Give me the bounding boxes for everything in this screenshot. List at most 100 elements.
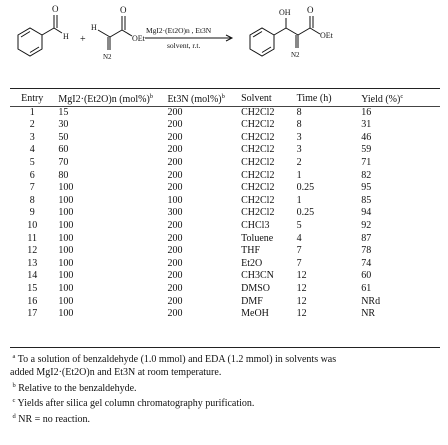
cell-et3n: 200 [167, 156, 183, 168]
header-entry: Entry [21, 92, 44, 104]
cell-entry: 10 [27, 219, 38, 231]
cell-entry: 3 [29, 131, 35, 143]
cell-mgi2: 100 [58, 207, 74, 219]
cell-et3n: 200 [167, 245, 183, 257]
cell-solvent: CH2Cl2 [241, 194, 275, 206]
cell-solvent: Et2O [241, 257, 263, 269]
cell-time: 8 [296, 106, 302, 118]
cell-yield: 60 [361, 270, 372, 282]
cell-yield: 71 [361, 156, 372, 168]
optimization-table: Entry MgI2·(Et2O)n (mol%)b Et3N (mol%)b … [10, 91, 440, 321]
cell-et3n: 200 [167, 295, 183, 307]
header-time: Time (h) [296, 92, 332, 104]
cell-et3n: 100 [167, 194, 183, 206]
cell-time: 3 [296, 131, 302, 143]
cell-mgi2: 100 [58, 245, 74, 257]
cell-et3n: 200 [167, 257, 183, 269]
cell-yield: 82 [361, 169, 372, 181]
table-header-rule [10, 106, 440, 107]
cell-yield: 78 [361, 245, 372, 257]
cell-time: 12 [296, 308, 307, 320]
cell-mgi2: 80 [58, 169, 69, 181]
cell-time: 3 [296, 144, 302, 156]
cell-time: 12 [296, 282, 307, 294]
cell-solvent: CH2Cl2 [241, 106, 275, 118]
reaction-scheme: O H + H O OEt N2 MgI2·(Et2O)n , Et3N sol… [17, 4, 334, 61]
footnote-d: d NR = no reaction. [12, 413, 90, 426]
cell-entry: 7 [29, 182, 35, 194]
cell-solvent: CH2Cl2 [241, 169, 275, 181]
benzaldehyde-ring [17, 27, 43, 57]
footnote-c: c Yields after silica gel column chromat… [12, 397, 255, 410]
cell-mgi2: 60 [58, 144, 69, 156]
table-bottom-rule [10, 347, 440, 348]
cell-yield: 85 [361, 194, 372, 206]
cell-et3n: 200 [167, 270, 183, 282]
cell-time: 1 [296, 194, 302, 206]
header-mgi2: MgI2·(Et2O)n (mol%)b [58, 93, 154, 105]
cell-mgi2: 100 [58, 282, 74, 294]
cell-yield: 31 [361, 119, 372, 131]
cell-mgi2: 100 [58, 257, 74, 269]
scheme-aldehyde-h: H [63, 32, 69, 41]
cell-yield: 59 [361, 144, 372, 156]
scheme-arrow-reagents: MgI2·(Et2O)n , Et3N [146, 26, 212, 35]
cell-et3n: 200 [167, 169, 183, 181]
cell-et3n: 200 [167, 308, 183, 320]
cell-solvent: CH2Cl2 [241, 156, 275, 168]
table-row: 8 100 100 CH2Cl2 1 85 [10, 195, 440, 208]
cell-et3n: 200 [167, 119, 183, 131]
cell-solvent: CHCl3 [241, 219, 270, 231]
cell-entry: 14 [27, 270, 38, 282]
cell-solvent: CH2Cl2 [241, 207, 275, 219]
scheme-eda-h: H [91, 23, 97, 32]
cell-mgi2: 15 [58, 106, 69, 118]
product-ring [249, 27, 275, 57]
cell-entry: 15 [27, 282, 38, 294]
footnotes: a To a solution of benzaldehyde (1.0 mmo… [10, 351, 440, 427]
cell-et3n: 300 [167, 207, 183, 219]
table-top-rule [10, 88, 440, 89]
cell-mgi2: 100 [58, 295, 74, 307]
cell-mgi2: 100 [58, 194, 74, 206]
scheme-product-o: O [307, 5, 314, 15]
cell-time: 5 [296, 219, 302, 231]
cell-entry: 16 [27, 295, 38, 307]
cell-yield: 92 [361, 219, 372, 231]
cell-mgi2: 100 [58, 270, 74, 282]
cell-entry: 1 [29, 106, 35, 118]
cell-mgi2: 100 [58, 219, 74, 231]
footnote-a-cont: added MgI2·(Et2O)n and Et3N at room temp… [10, 366, 222, 378]
cell-entry: 4 [29, 144, 35, 156]
cell-solvent: CH2Cl2 [241, 182, 275, 194]
header-et3n: Et3N (mol%)b [167, 93, 225, 105]
cell-time: 0.25 [296, 182, 315, 194]
cell-entry: 5 [29, 156, 35, 168]
cell-time: 4 [296, 232, 302, 244]
cell-mgi2: 50 [58, 131, 69, 143]
scheme-eda-oet: OEt [132, 34, 146, 43]
scheme-plus: + [80, 34, 86, 45]
cell-entry: 8 [29, 194, 35, 206]
scheme-product-n2: N2 [291, 51, 300, 59]
cell-yield: 16 [361, 106, 372, 118]
footnote-b: b Relative to the benzaldehyde. [12, 381, 137, 394]
cell-yield: 87 [361, 232, 372, 244]
cell-entry: 17 [27, 308, 38, 320]
cell-et3n: 200 [167, 182, 183, 194]
header-solvent: Solvent [241, 92, 272, 104]
cell-yield: 61 [361, 282, 372, 294]
scheme-eda-n2: N2 [103, 53, 112, 61]
cell-yield: NRd [361, 295, 381, 307]
